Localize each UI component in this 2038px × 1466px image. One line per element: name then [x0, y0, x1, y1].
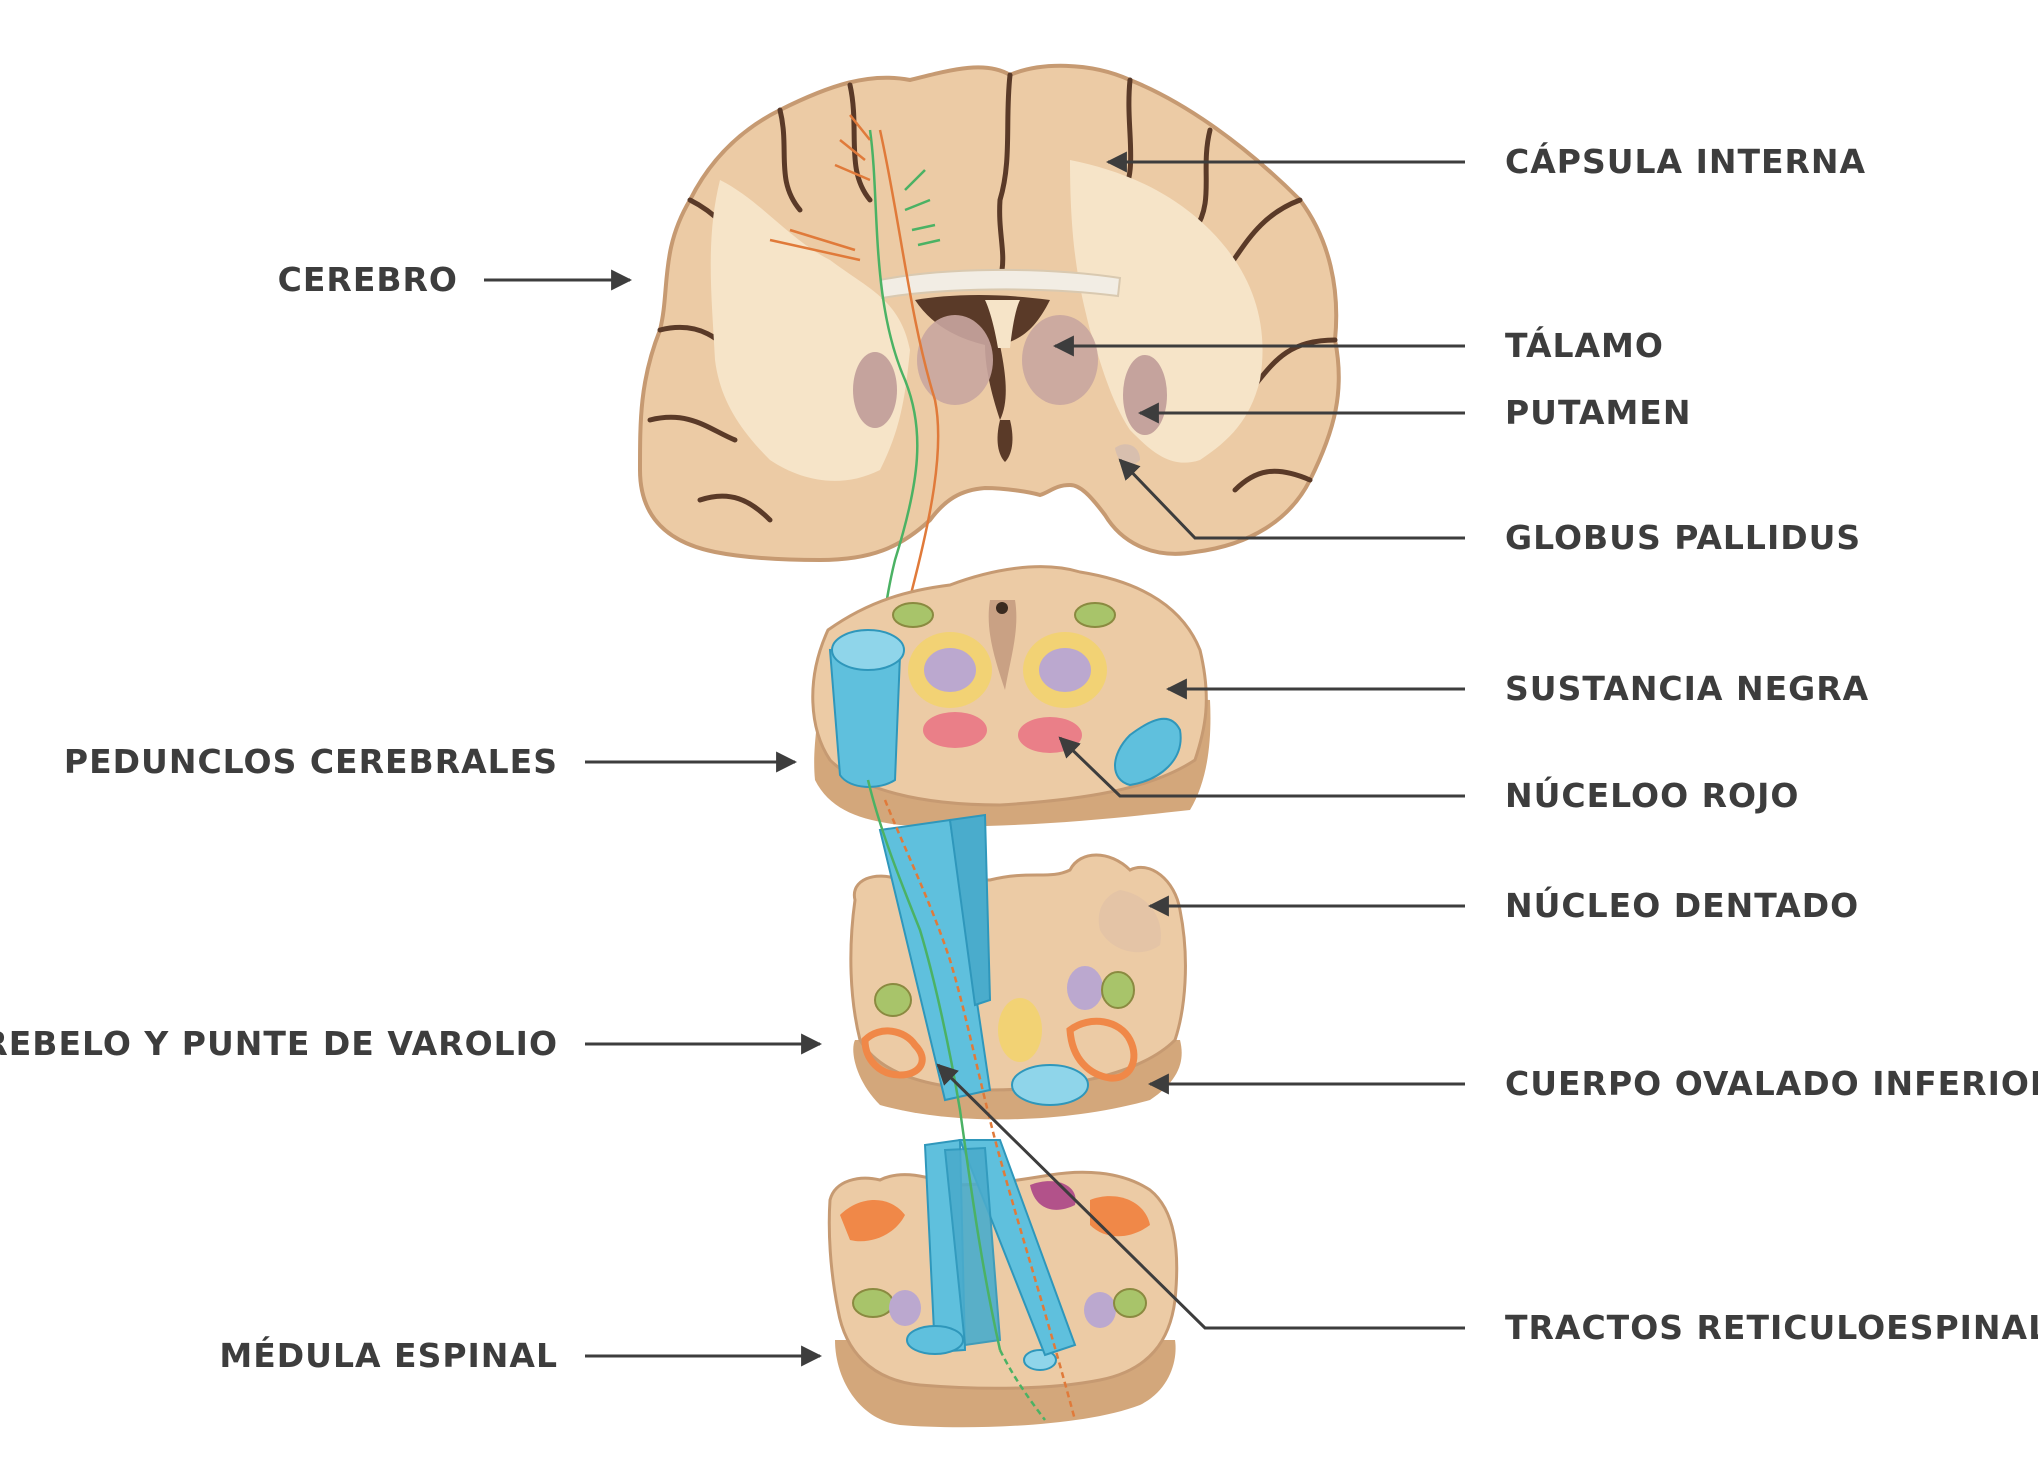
- leader-arrows: [484, 151, 1465, 1367]
- cerebral-aqueduct: [988, 600, 1017, 690]
- arrow-globus-pallidus: [1118, 458, 1465, 540]
- aqueduct-lumen: [996, 602, 1008, 614]
- dorsal-horn-left: [840, 1200, 905, 1242]
- pons-blue-bottom: [1011, 1064, 1089, 1106]
- pons-green-left: [874, 983, 912, 1017]
- fiber-green-dashed: [998, 1349, 1047, 1421]
- brain-coronal-section: [637, 63, 1341, 801]
- inferior-olive-left: [861, 1027, 926, 1079]
- label-capsula-interna: CÁPSULA INTERNA: [1505, 142, 1867, 181]
- label-tractos-reticuloespinales: TRACTOS RETICULOESPINALES: [1505, 1308, 2038, 1347]
- arrow-tractos: [936, 1063, 1465, 1330]
- spinal-purple-left: [889, 1290, 921, 1326]
- tract-main-upper: [878, 818, 992, 1102]
- label-pedunculos-cerebrales: PEDUNCLOS CEREBRALES: [63, 742, 558, 781]
- reticulospinal-tracts: [866, 779, 1077, 1421]
- spinal-purple-right: [1084, 1292, 1116, 1328]
- label-talamo: TÁLAMO: [1505, 326, 1664, 365]
- label-globus-pallidus: GLOBUS PALLIDUS: [1505, 518, 1862, 557]
- dorsal-horn-right: [1090, 1196, 1150, 1237]
- label-cuerpo-ovalado: CUERPO OVALADO INFERIOR: [1505, 1064, 2038, 1103]
- pons-yellow: [998, 998, 1042, 1062]
- tract-lower-mid: [943, 1146, 1002, 1347]
- corpus-callosum: [878, 268, 1122, 300]
- pons-green-right: [1101, 971, 1135, 1009]
- putamen-left: [853, 352, 897, 428]
- putamen-right: [1123, 355, 1167, 435]
- label-putamen: PUTAMEN: [1505, 393, 1692, 432]
- fiber-orange-lower: [883, 799, 1077, 1421]
- substantia-right: [1039, 648, 1091, 692]
- label-cerebelo-puente: CEREBELO Y PUNTE DE VAROLIO: [0, 1024, 558, 1063]
- red-nucleus-right: [1018, 717, 1082, 753]
- label-nucleo-dentado: NÚCLEO DENTADO: [1505, 886, 1860, 925]
- label-medula-espinal: MÉDULA ESPINAL: [219, 1336, 558, 1375]
- thalamus-right: [1022, 315, 1098, 405]
- tract-branch-upper: [948, 813, 992, 1007]
- label-sustancia-negra: SUSTANCIA NEGRA: [1505, 669, 1870, 708]
- thalamus-left: [917, 315, 993, 405]
- label-cerebro: CEREBRO: [277, 260, 458, 299]
- septum: [985, 300, 1020, 348]
- peduncle-left-top: [831, 629, 905, 671]
- spinal-green-right: [1113, 1288, 1147, 1318]
- arrow-nucleo-rojo: [1058, 736, 1465, 798]
- peduncle-right: [1114, 717, 1182, 787]
- nucleus-green-1: [892, 602, 934, 628]
- label-nucleo-rojo: NÚCELOO ROJO: [1505, 776, 1800, 815]
- dentate-region: [1098, 890, 1161, 953]
- spinal-green-left: [852, 1288, 894, 1318]
- substantia-left: [924, 648, 976, 692]
- midbrain-slice: [811, 565, 1211, 827]
- nucleus-green-2: [1074, 602, 1116, 628]
- fiber-green-lower: [866, 779, 1002, 1351]
- white-matter-right: [1070, 160, 1263, 463]
- red-nucleus-left: [923, 712, 987, 748]
- pons-purple-right: [1067, 966, 1103, 1010]
- third-ventricle: [997, 420, 1013, 462]
- inferior-olive-right: [1066, 1017, 1138, 1082]
- tract-base-ellipse: [906, 1325, 964, 1355]
